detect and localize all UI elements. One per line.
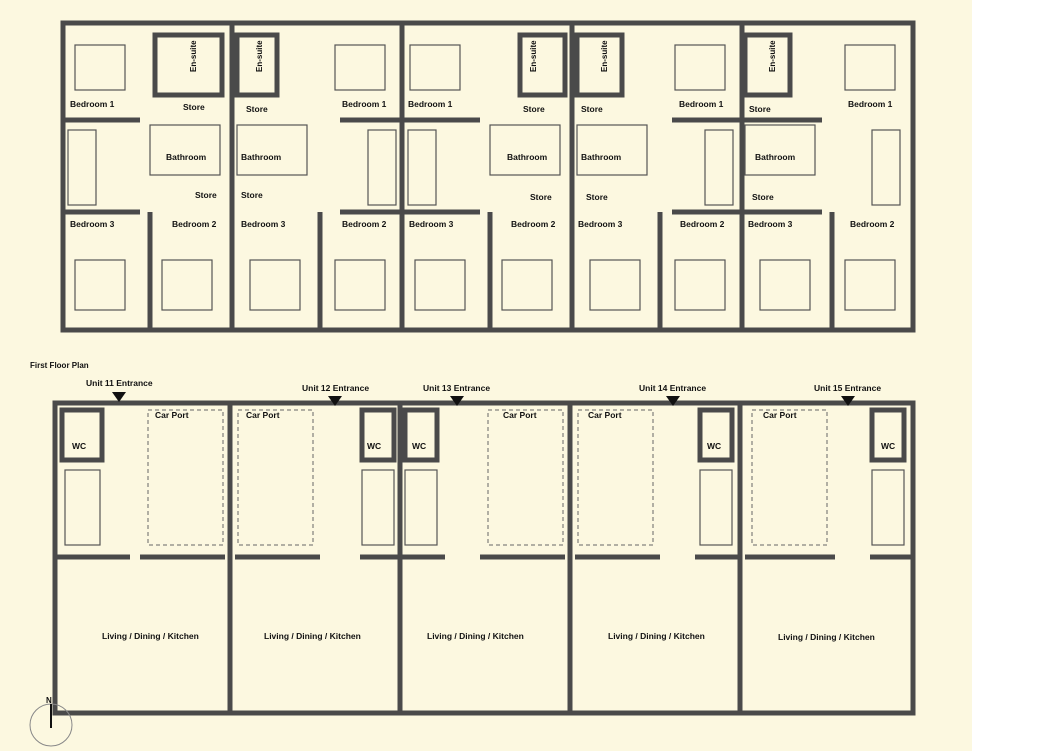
- room-label-bathroom: Bathroom: [166, 152, 207, 162]
- room-label-ensuite: En-suite: [189, 40, 198, 72]
- plan-title: First Floor Plan: [30, 361, 89, 370]
- ensuite-block: [574, 32, 625, 98]
- room-label-store: Store: [530, 192, 552, 202]
- room-label-store: Store: [246, 104, 268, 114]
- room-label-bathroom: Bathroom: [581, 152, 622, 162]
- room-label-carport: Car Port: [503, 410, 537, 420]
- room-label-bedroom-1: Bedroom 1: [848, 99, 893, 109]
- room-label-store: Store: [586, 192, 608, 202]
- room-label-bathroom: Bathroom: [755, 152, 796, 162]
- room-label-ensuite: En-suite: [768, 40, 777, 72]
- bathroom-outline: [576, 124, 648, 176]
- entrance-label: Unit 12 Entrance: [302, 383, 369, 393]
- ensuite-block: [152, 32, 225, 98]
- drawing-sheet: Bedroom 1 Bedroom 1 Bedroom 1 Bedroom 1 …: [0, 0, 972, 751]
- entrance-arrow-icon: [841, 396, 855, 406]
- room-label-wc: WC: [367, 441, 381, 451]
- bathroom-outline: [744, 124, 816, 176]
- room-label-ensuite: En-suite: [255, 40, 264, 72]
- room-label-wc: WC: [412, 441, 426, 451]
- room-label-living: Living / Dining / Kitchen: [778, 632, 875, 642]
- room-label-store: Store: [195, 190, 217, 200]
- room-label-carport: Car Port: [588, 410, 622, 420]
- entrance-markers: [112, 392, 855, 406]
- entrance-label: Unit 11 Entrance: [86, 378, 153, 388]
- room-label-bedroom-2: Bedroom 2: [172, 219, 217, 229]
- room-label-store: Store: [581, 104, 603, 114]
- entrance-arrow-icon: [666, 396, 680, 406]
- first-floor-plan: Bedroom 1 Bedroom 1 Bedroom 1 Bedroom 1 …: [60, 20, 916, 333]
- room-label-wc: WC: [707, 441, 721, 451]
- room-label-bedroom-2: Bedroom 2: [511, 219, 556, 229]
- room-label-bedroom-2: Bedroom 2: [850, 219, 895, 229]
- entrance-label: Unit 14 Entrance: [639, 383, 706, 393]
- room-label-bedroom-2: Bedroom 2: [342, 219, 387, 229]
- floor-plans: Bedroom 1 Bedroom 1 Bedroom 1 Bedroom 1 …: [29, 20, 916, 747]
- bathroom-outline: [149, 124, 221, 176]
- room-label-carport: Car Port: [155, 410, 189, 420]
- room-label-bedroom-3: Bedroom 3: [409, 219, 454, 229]
- ground-floor-plan: Unit 11 Entrance Unit 12 Entrance Unit 1…: [52, 378, 916, 716]
- room-label-bedroom-1: Bedroom 1: [408, 99, 453, 109]
- room-label-bedroom-3: Bedroom 3: [578, 219, 623, 229]
- north-label: N: [46, 696, 52, 705]
- room-label-store: Store: [752, 192, 774, 202]
- entrance-label: Unit 13 Entrance: [423, 383, 490, 393]
- entrance-label: Unit 15 Entrance: [814, 383, 881, 393]
- room-label-bedroom-3: Bedroom 3: [70, 219, 115, 229]
- stairs: [67, 129, 901, 206]
- room-label-ensuite: En-suite: [600, 40, 609, 72]
- ensuite-block: [234, 32, 280, 98]
- room-label-bedroom-1: Bedroom 1: [70, 99, 115, 109]
- room-label-bathroom: Bathroom: [241, 152, 282, 162]
- bathroom-outline: [489, 124, 561, 176]
- north-arrow: N: [29, 696, 73, 747]
- room-label-living: Living / Dining / Kitchen: [608, 631, 705, 641]
- room-label-store: Store: [523, 104, 545, 114]
- room-label-carport: Car Port: [246, 410, 280, 420]
- room-label-living: Living / Dining / Kitchen: [264, 631, 361, 641]
- carports: [147, 409, 828, 546]
- room-label-living: Living / Dining / Kitchen: [102, 631, 199, 641]
- ensuite-block: [517, 32, 568, 98]
- room-label-carport: Car Port: [763, 410, 797, 420]
- room-label-wc: WC: [881, 441, 895, 451]
- ensuite-block: [742, 32, 793, 98]
- room-label-store: Store: [183, 102, 205, 112]
- room-label-living: Living / Dining / Kitchen: [427, 631, 524, 641]
- wc-blocks: [59, 407, 907, 463]
- room-label-store: Store: [241, 190, 263, 200]
- stairs: [64, 469, 905, 546]
- room-label-bedroom-3: Bedroom 3: [241, 219, 286, 229]
- entrance-arrow-icon: [328, 396, 342, 406]
- room-label-bathroom: Bathroom: [507, 152, 548, 162]
- room-label-bedroom-2: Bedroom 2: [680, 219, 725, 229]
- beds: [74, 44, 896, 311]
- bathroom-outline: [236, 124, 308, 176]
- room-label-wc: WC: [72, 441, 86, 451]
- room-label-bedroom-3: Bedroom 3: [748, 219, 793, 229]
- room-label-store: Store: [749, 104, 771, 114]
- entrance-arrow-icon: [112, 392, 126, 402]
- room-label-bedroom-1: Bedroom 1: [679, 99, 724, 109]
- room-label-bedroom-1: Bedroom 1: [342, 99, 387, 109]
- room-label-ensuite: En-suite: [529, 40, 538, 72]
- entrance-arrow-icon: [450, 396, 464, 406]
